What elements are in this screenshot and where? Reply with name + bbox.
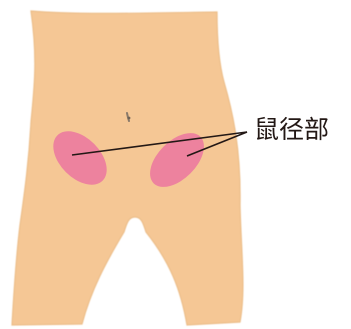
navel-dot: [128, 117, 131, 120]
body-silhouette: [12, 11, 243, 325]
groin-label: 鼠径部: [254, 115, 329, 145]
